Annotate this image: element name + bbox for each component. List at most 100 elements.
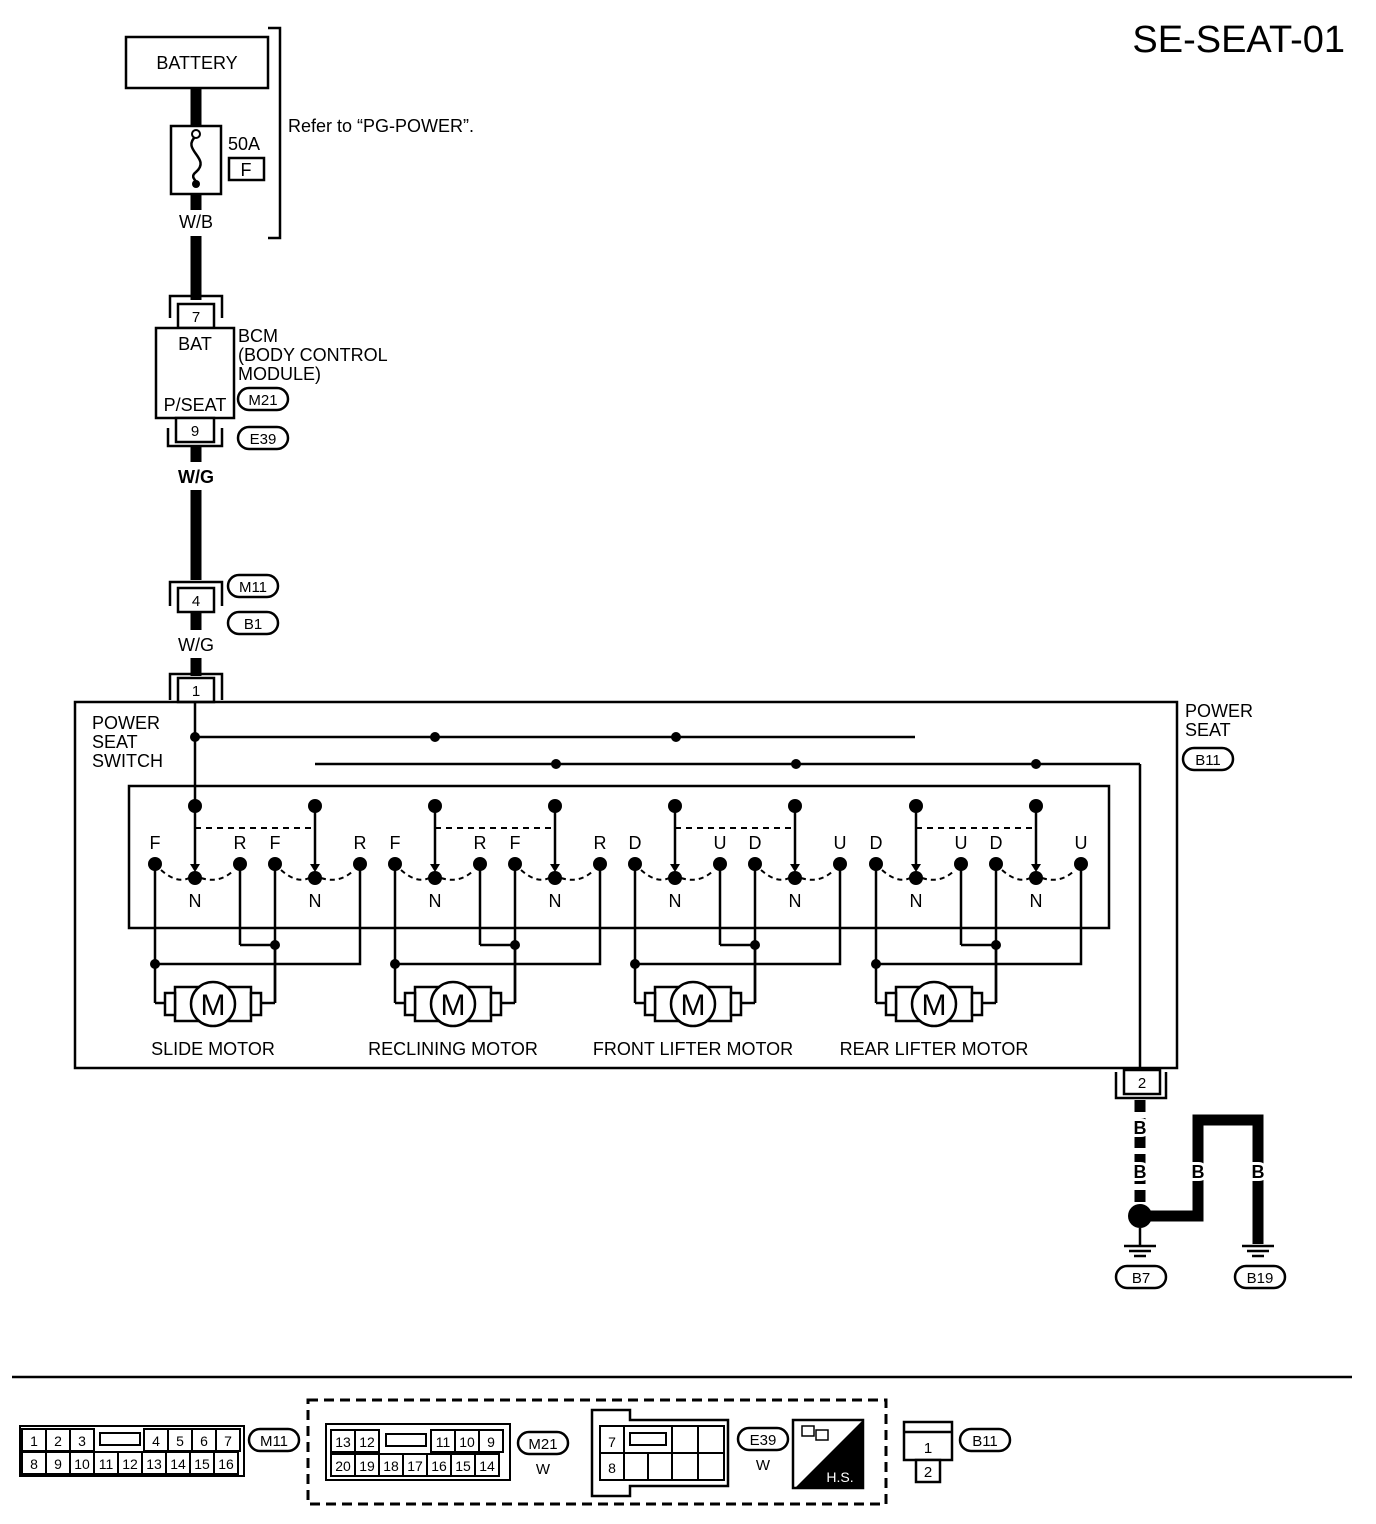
connector-cavity-number: 20 <box>335 1458 351 1474</box>
connector-cavity-number: 14 <box>170 1456 186 1472</box>
bcm-name-line1: BCM <box>238 326 278 346</box>
connector-view-m21-id: M21 <box>528 1436 557 1453</box>
contact-neutral-label: N <box>189 891 202 911</box>
contact-neutral-label: N <box>789 891 802 911</box>
connector-view-e39-id: E39 <box>750 1432 777 1449</box>
switch-contact-group: F N R <box>508 799 607 1003</box>
power-seat-connector-b11: B11 <box>1195 752 1221 769</box>
switch-contact-group: D N U <box>628 799 727 1003</box>
contact-left-label: D <box>990 833 1003 853</box>
bcm-name-line2: (BODY CONTROL <box>238 345 388 365</box>
switch-contact-group: F N R <box>268 799 367 1003</box>
diagram-title: SE-SEAT-01 <box>1132 19 1345 61</box>
connector-cavity-number: 12 <box>122 1456 138 1472</box>
connector-view-dashed-group <box>306 1398 888 1506</box>
wire-color-wg-2: W/G <box>178 635 214 655</box>
bcm-pin-7: 7 <box>192 309 200 326</box>
contact-left-label: F <box>510 833 521 853</box>
connector-view-e39-color: W <box>756 1457 771 1474</box>
ground-wire-color-3: B <box>1192 1162 1205 1182</box>
connector-cavity-number: 11 <box>99 1456 114 1472</box>
wire-color-wb: W/B <box>179 212 213 232</box>
contact-right-label: R <box>354 833 367 853</box>
contact-neutral-label: N <box>309 891 322 911</box>
switch-contact-group: D N U <box>748 799 847 1003</box>
contact-neutral-label: N <box>549 891 562 911</box>
power-seat-pin-1: 1 <box>192 683 200 700</box>
connector-cavity-number: 13 <box>335 1434 351 1450</box>
switch-name-line2: SEAT <box>92 732 138 752</box>
bcm-connector-m21: M21 <box>248 392 277 409</box>
connector-cavity-number: 5 <box>176 1433 184 1449</box>
bcm-name-line3: MODULE) <box>238 364 321 384</box>
contact-left-label: D <box>629 833 642 853</box>
connector-cavity-number: 8 <box>30 1456 38 1472</box>
b11-view-pin-1: 1 <box>924 1440 932 1457</box>
connector-view-b11-id: B11 <box>972 1433 998 1450</box>
reference-bracket <box>268 26 282 240</box>
contact-right-label: R <box>594 833 607 853</box>
connector-cavity-number: 7 <box>224 1433 232 1449</box>
power-seat-name-line2: SEAT <box>1185 720 1231 740</box>
motor-symbol: M <box>441 989 466 1022</box>
connector-cavity-number: 10 <box>459 1434 475 1450</box>
connector-cavity-number: 9 <box>487 1434 495 1450</box>
connector-cavity-number: 18 <box>383 1458 399 1474</box>
switch-contact-group: DNU <box>989 799 1088 1003</box>
fuse-rating: 50A <box>228 134 260 154</box>
power-seat-pin-2: 2 <box>1138 1075 1146 1092</box>
connector-view-e39: 78 <box>590 1408 730 1498</box>
motor-symbol: M <box>922 989 947 1022</box>
switch-name-line1: POWER <box>92 713 160 733</box>
connector-cavity-number: 9 <box>54 1456 62 1472</box>
connector-cavity-number: 3 <box>78 1433 86 1449</box>
joint-connector-b1: B1 <box>244 616 262 633</box>
contact-right-label: U <box>955 833 968 853</box>
connector-cavity-number: 14 <box>479 1458 495 1474</box>
contact-neutral-label: N <box>669 891 682 911</box>
connector-cavity-number: 11 <box>436 1434 451 1450</box>
connector-cavity-number: 13 <box>146 1456 162 1472</box>
motor-label: REAR LIFTER MOTOR <box>840 1039 1029 1059</box>
contact-left-label: D <box>749 833 762 853</box>
connector-cavity-number: 12 <box>359 1434 375 1450</box>
power-seat-switch-box <box>127 784 1111 930</box>
motor-symbol: M <box>681 989 706 1022</box>
bcm-module: 7 BAT P/SEAT 9 BCM (BODY CONTROL MODULE)… <box>154 294 388 451</box>
ground-symbol-b7: B7 <box>1114 1244 1168 1290</box>
contact-left-label: F <box>390 833 401 853</box>
connector-cavity-number: 19 <box>359 1458 375 1474</box>
switch-name-line3: SWITCH <box>92 751 163 771</box>
connector-cavity-number: 10 <box>74 1456 90 1472</box>
contact-right-label: U <box>714 833 727 853</box>
contact-left-label: F <box>270 833 281 853</box>
fuse-code: F <box>241 160 252 180</box>
connector-cavity-number: 16 <box>431 1458 447 1474</box>
connector-cavity-number: 4 <box>152 1433 160 1449</box>
connector-cavity-number: 8 <box>608 1460 616 1476</box>
connector-cavity-number: 2 <box>54 1433 62 1449</box>
ground-b19-label: B19 <box>1247 1270 1274 1287</box>
ground-wire-color-4: B <box>1252 1162 1265 1182</box>
harness-side-symbol: H.S. <box>791 1418 865 1490</box>
wire-color-wg-1: W/G <box>178 467 214 487</box>
connector-cavity-number: 15 <box>455 1458 471 1474</box>
contact-right-label: U <box>834 833 847 853</box>
contact-right-label: U <box>1075 833 1088 853</box>
motor-label: RECLINING MOTOR <box>368 1039 538 1059</box>
ground-wire-color-1: B <box>1134 1118 1147 1138</box>
ground-splice <box>1128 1204 1152 1228</box>
connector-cavity-number: 17 <box>407 1458 423 1474</box>
contact-left-label: F <box>150 833 161 853</box>
contact-right-label: R <box>234 833 247 853</box>
connector-cavity-number: 15 <box>194 1456 210 1472</box>
power-seat-name-line1: POWER <box>1185 701 1253 721</box>
connector-view-b11: 1 2 <box>902 1420 954 1484</box>
connector-cavity-number: 7 <box>608 1434 616 1450</box>
